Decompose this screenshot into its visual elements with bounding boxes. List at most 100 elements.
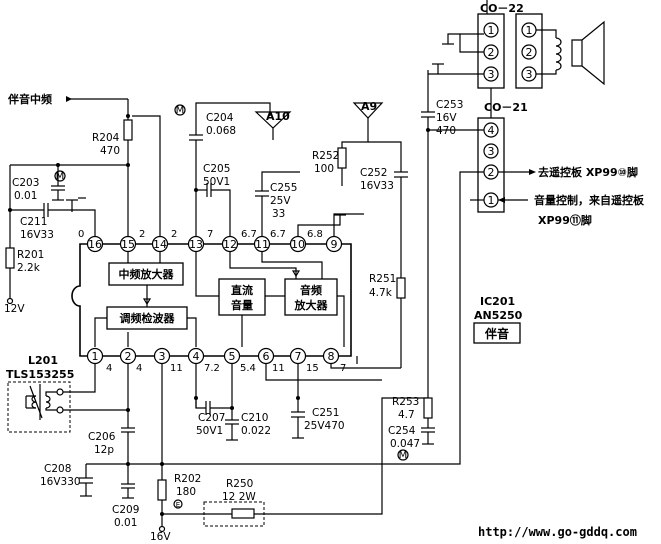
pin-9: 9: [325, 235, 343, 253]
pin-5: 55.4: [223, 347, 256, 374]
c253-label: C253: [436, 99, 463, 111]
svg-text:11: 11: [170, 363, 183, 374]
a10-label: A10: [266, 110, 290, 123]
c206-value: 12p: [94, 444, 114, 456]
r251-label: R251: [369, 273, 396, 285]
pin-3: 311: [153, 347, 183, 374]
ic201-body: [71, 243, 352, 357]
pin-4: 47.2: [187, 347, 220, 374]
c206: C206 12p: [88, 408, 135, 464]
svg-text:2: 2: [526, 46, 533, 59]
c209-value: 0.01: [114, 517, 137, 529]
r202-label: R202: [174, 473, 201, 485]
svg-text:3: 3: [526, 68, 533, 81]
r253-label: R253: [392, 396, 419, 408]
pin-6: 611: [257, 347, 285, 374]
c203-label: C203: [12, 177, 39, 189]
r204-label: R204: [92, 132, 120, 144]
pins-bottom: 14 24 311 47.2 55.4 611 715 87: [86, 347, 346, 374]
svg-text:10: 10: [291, 238, 305, 251]
c211-label: C211: [20, 216, 47, 228]
r250: R250 12 2W: [203, 397, 428, 527]
v12-label: 12V: [4, 303, 25, 315]
svg-text:15: 15: [306, 363, 319, 374]
co21-label: CO－21: [484, 101, 528, 114]
svg-text:4: 4: [193, 350, 200, 363]
c255-v2: 33: [272, 208, 285, 220]
svg-text:2: 2: [125, 350, 132, 363]
svg-text:11: 11: [272, 363, 285, 374]
c205-label: C205: [203, 163, 230, 175]
svg-text:6: 6: [263, 350, 270, 363]
af-amp-label-2: 放大器: [294, 298, 329, 312]
sound-if-input: 伴音中频 R204 470: [7, 92, 161, 236]
c211-value: 16V33: [20, 229, 54, 241]
pin-14: 142: [151, 229, 177, 253]
an5250-label: AN5250: [474, 309, 523, 322]
c204-value: 0.068: [206, 125, 236, 137]
svg-text:3: 3: [488, 68, 495, 81]
r250-label: R250: [226, 478, 253, 490]
source-url: http://www.go-gddq.com: [478, 525, 637, 539]
pin-1: 14: [86, 347, 112, 374]
r251-value: 4.7k: [369, 287, 393, 299]
c255-label: C255: [270, 182, 297, 194]
c251-value: 25V470: [304, 420, 345, 432]
dc-vol-label-1: 直流: [231, 283, 253, 297]
c210-value: 0.022: [241, 425, 271, 437]
connector-co21: CO－21 4 3 2 1 去遥控板 XP99⑩脚 音量控制，来自遥控板 XP9…: [162, 100, 645, 465]
svg-text:5: 5: [229, 350, 236, 363]
bottom-wiring: [265, 356, 401, 381]
svg-text:16: 16: [88, 238, 102, 251]
pin-7: 7 15: [289, 347, 319, 374]
c252-label: C252: [360, 167, 387, 179]
svg-text:E: E: [176, 501, 180, 509]
pin-12: 126.7: [221, 229, 257, 253]
c207-c210: C207 50V1 C210 0.022: [194, 364, 271, 441]
svg-text:6.8: 6.8: [307, 229, 323, 240]
pin-10: 106.8: [289, 229, 323, 253]
fm-det-label: 调频检波器: [120, 311, 176, 325]
svg-text:7: 7: [207, 229, 213, 240]
svg-text:6.7: 6.7: [241, 229, 257, 240]
c254-value: 0.047: [390, 438, 420, 450]
c205-value: 50V1: [203, 176, 230, 188]
svg-text:3: 3: [488, 145, 495, 158]
svg-text:14: 14: [153, 238, 167, 251]
l201-value: TLS153255: [6, 368, 74, 381]
xp99-11-label: XP99⑪脚: [538, 213, 592, 227]
block-if-amplifier: 中频放大器: [108, 262, 184, 286]
r201-value: 2.2k: [17, 262, 41, 274]
c208-label: C208: [44, 463, 71, 475]
c206-label: C206: [88, 431, 116, 443]
r252-label: R252: [312, 150, 339, 162]
r250-value: 12 2W: [222, 491, 256, 503]
pin-13: 13 7: [187, 229, 213, 253]
svg-text:5.4: 5.4: [240, 363, 256, 374]
c253: C253 16V 470: [421, 70, 463, 398]
to-remote-label: 去遥控板 XP99⑩脚: [538, 165, 638, 179]
c251-label: C251: [312, 407, 339, 419]
af-amp-label-1: 音频: [300, 283, 322, 297]
v16-label: 16V: [150, 531, 171, 543]
pin-8: 87: [322, 347, 346, 374]
pin-11: 116.7: [253, 229, 286, 253]
c254-label: C254: [388, 425, 416, 437]
sound-box-label: 伴音: [484, 326, 509, 341]
svg-text:7: 7: [295, 350, 302, 363]
r253-c254: R253 4.7 C254 0.047 M: [388, 396, 435, 461]
r204-value: 470: [100, 145, 120, 157]
dc-vol-label-2: 音量: [231, 298, 253, 312]
sound-if-label: 伴音中频: [7, 92, 52, 106]
ic201-label: IC201: [480, 295, 515, 308]
svg-text:13: 13: [189, 238, 203, 251]
svg-text:M: M: [56, 171, 65, 182]
c251: C251 25V470: [291, 364, 345, 439]
svg-text:M: M: [399, 450, 408, 461]
svg-text:12: 12: [223, 238, 237, 251]
block-audio-amp: 音频 放大器: [284, 278, 338, 316]
svg-text:4: 4: [136, 363, 142, 374]
r201-label: R201: [17, 249, 44, 261]
